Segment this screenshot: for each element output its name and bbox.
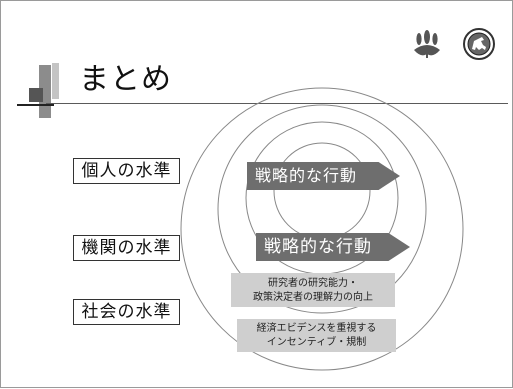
core-circle [273,142,371,240]
title-decoration-line [17,104,54,106]
info-box-capability-line2: 政策決定者の理解力の向上 [253,292,373,303]
strategic-action-arrow-individual: 戦略的な行動 [247,162,400,190]
middle-circle-institution [217,104,427,314]
info-box-incentive-line1: 経済エビデンスを重視する [256,323,377,334]
title-underline [46,103,508,104]
slide-title: まとめ [79,62,172,97]
info-box-incentive: 経済エビデンスを重視する インセンティブ・規制 [237,319,396,352]
info-box-capability: 研究者の研究能力・ 政策決定者の理解力の向上 [231,273,395,307]
paulownia-crest-icon [414,30,440,58]
title-decoration-square [29,88,43,102]
info-box-incentive-line2: インセンティブ・規制 [266,337,367,348]
outer-circle-society [180,87,464,371]
level-label-society: 社会の水準 [73,299,180,325]
horse-seal-icon [463,28,495,60]
title-decoration-bar-light [52,63,59,99]
info-box-capability-line1: 研究者の研究能力・ [268,278,358,289]
strategic-action-arrow-institution: 戦略的な行動 [256,233,410,261]
level-label-institution: 機関の水準 [73,235,180,261]
level-label-individual: 個人の水準 [73,158,180,184]
